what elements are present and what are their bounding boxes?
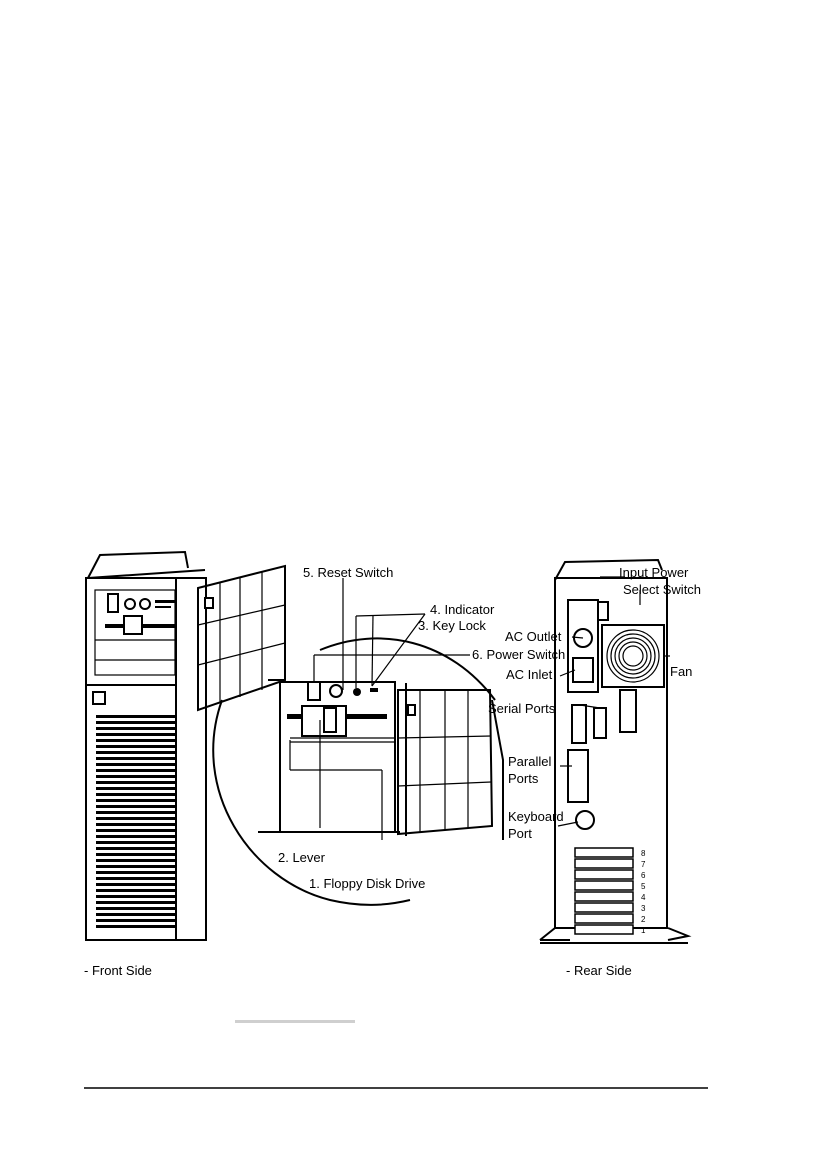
caption-front-side: - Front Side [84,963,152,978]
vent-slat [96,805,176,808]
vent-slat [96,739,176,742]
vent-slat [96,859,176,862]
label-indicator: 4. Indicator [430,602,495,617]
expansion-slot [575,881,633,890]
label-input-power-1: Input Power [619,565,689,580]
expansion-slot [575,903,633,912]
vent-slat [96,727,176,730]
faint-caption-mark [235,1020,355,1023]
ac-inlet-icon [573,658,593,682]
slot-number: 5 [641,882,646,891]
vent-slat [96,871,176,874]
key-lock-icon [330,685,342,697]
label-reset-switch: 5. Reset Switch [303,565,393,580]
label-keyboard-1: Keyboard [508,809,564,824]
vent-slat [96,775,176,778]
vent-slat [96,883,176,886]
slot-number: 6 [641,871,646,880]
caption-rear-side: - Rear Side [566,963,632,978]
rear-tower: 8 7 6 5 4 3 2 1 [540,560,688,943]
front-vents [96,715,176,928]
label-power-switch: 6. Power Switch [472,647,565,662]
vent-slat [96,895,176,898]
front-tower [86,552,206,940]
vent-slat [96,853,176,856]
vent-slat [96,901,176,904]
label-lever: 2. Lever [278,850,326,865]
label-key-lock: 3. Key Lock [418,618,486,633]
vent-slat [96,913,176,916]
expansion-slot [575,859,633,868]
expansion-slots: 8 7 6 5 4 3 2 1 [575,848,646,935]
vent-slat [96,715,176,718]
slot-number: 8 [641,849,646,858]
slot-number: 4 [641,893,646,902]
vent-slat [96,799,176,802]
vent-slat [96,823,176,826]
vent-slat [96,925,176,928]
slot-number: 1 [641,926,646,935]
vent-slat [96,889,176,892]
vent-slat [96,835,176,838]
expansion-slot [575,870,633,879]
vent-slat [96,847,176,850]
vent-slat [96,751,176,754]
vent-slat [96,877,176,880]
vent-slat [96,811,176,814]
label-ac-outlet: AC Outlet [505,629,562,644]
vent-slat [96,769,176,772]
label-fan: Fan [670,664,692,679]
power-switch-icon [308,682,320,700]
vent-slat [96,841,176,844]
vent-slat [96,787,176,790]
vent-slat [96,907,176,910]
vent-slat [96,829,176,832]
input-power-select-icon [598,602,608,620]
label-keyboard-2: Port [508,826,532,841]
label-input-power-2: Select Switch [623,582,701,597]
keyboard-port-icon [576,811,594,829]
indicator-icon [353,688,361,696]
label-serial-ports: Serial Ports [488,701,556,716]
expansion-slot [575,892,633,901]
slot-number: 7 [641,860,646,869]
slot-number: 3 [641,904,646,913]
label-ac-inlet: AC Inlet [506,667,553,682]
vent-slat [96,733,176,736]
expansion-slot [575,914,633,923]
front-power-switch-icon [108,594,118,612]
slot-number: 2 [641,915,646,924]
vent-slat [96,757,176,760]
vent-slat [96,919,176,922]
vent-slat [96,745,176,748]
vent-slat [96,817,176,820]
label-parallel-2: Ports [508,771,539,786]
vent-slat [96,763,176,766]
expansion-slot [575,848,633,857]
vent-slat [96,721,176,724]
vent-slat [96,781,176,784]
front-open-door [198,566,285,710]
label-floppy: 1. Floppy Disk Drive [309,876,425,891]
vent-slat [96,793,176,796]
expansion-slot [575,925,633,934]
label-parallel-1: Parallel [508,754,551,769]
vent-slat [96,865,176,868]
